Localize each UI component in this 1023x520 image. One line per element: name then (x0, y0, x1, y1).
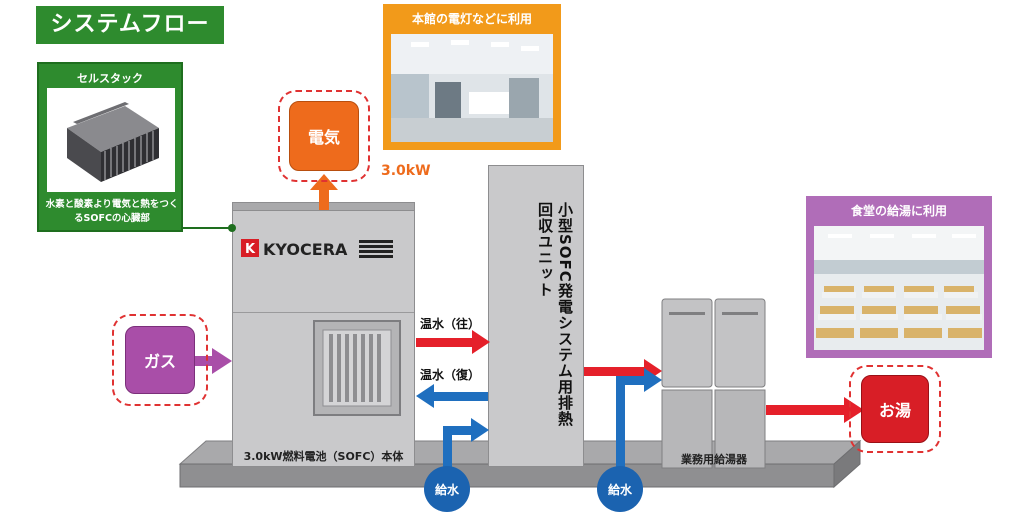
water1-pipe-vertical (443, 426, 452, 470)
power-output-value: 3.0kW (381, 163, 431, 179)
gas-arrow-shaft (192, 356, 214, 366)
hot-water-return-label: 温水（復） (420, 368, 481, 382)
hot-water-badge: お湯 (861, 375, 929, 443)
fuel-cell-grille (313, 320, 401, 416)
main-building-photo-card: 本館の電灯などに利用 (383, 4, 561, 150)
heat-recovery-label: 小型SOFC発電システム用排熱回収ユニット (536, 202, 574, 427)
cell-stack-title: セルスタック (77, 72, 143, 85)
water-heater-label: 業務用給湯器 (681, 453, 747, 466)
cafeteria-photo-card: 食堂の給湯に利用 (806, 196, 992, 358)
heat-recovery-unit: 小型SOFC発電システム用排熱回収ユニット (488, 165, 584, 467)
water2-pipe-horizontal (616, 376, 648, 385)
main-building-photo (391, 34, 553, 142)
hot-water-return-shaft (432, 392, 488, 401)
water-supply-1-badge: 給水 (424, 466, 470, 512)
hot-water-out-head (472, 330, 490, 354)
fuel-cell-divider (233, 312, 414, 313)
gas-outline: ガス (112, 314, 208, 406)
water1-pipe-horizontal (443, 426, 473, 435)
kyocera-brand-text: KYOCERA (263, 240, 348, 259)
kyocera-logo: K KYOCERA (241, 236, 401, 260)
fuel-cell-unit: K KYOCERA 3.0kW燃料電池（SOFC）本体 (232, 202, 415, 467)
cell-stack-connector-dot (228, 224, 236, 232)
electricity-outline: 電気 (278, 90, 370, 182)
electricity-arrow-shaft (319, 188, 329, 210)
gas-badge: ガス (125, 326, 195, 394)
water-supply-2-badge: 給水 (597, 466, 643, 512)
water1-pipe-head (471, 418, 489, 442)
heater-to-hotwater-shaft (766, 405, 846, 415)
hot-water-return-head (416, 384, 434, 408)
recovery-to-heater-shaft (584, 367, 646, 376)
water2-pipe-vertical (616, 376, 625, 470)
svg-text:K: K (245, 242, 256, 257)
hot-water-outline: お湯 (849, 365, 941, 453)
cafeteria-photo-label: 食堂の給湯に利用 (850, 204, 947, 218)
cafeteria-photo (814, 226, 984, 350)
gas-arrow-head (212, 348, 232, 374)
water2-pipe-head (644, 368, 662, 392)
cell-stack-image (47, 88, 175, 192)
electricity-arrow-head (310, 174, 338, 190)
hot-water-out-shaft (416, 338, 474, 347)
cell-stack-description: 水素と酸素より電気と熱をつくるSOFCの心臓部 (45, 199, 179, 224)
water-heater-unit (661, 298, 766, 469)
page-title: システムフロー (36, 6, 224, 44)
hot-water-out-label: 温水（往） (420, 317, 481, 331)
cell-stack-callout: セルスタック 水素と酸素より電気と熱をつくるSOFCの心臓部 (37, 62, 183, 232)
fuel-cell-label: 3.0kW燃料電池（SOFC）本体 (243, 450, 404, 463)
main-building-photo-label: 本館の電灯などに利用 (411, 12, 532, 26)
electricity-badge: 電気 (289, 101, 359, 171)
